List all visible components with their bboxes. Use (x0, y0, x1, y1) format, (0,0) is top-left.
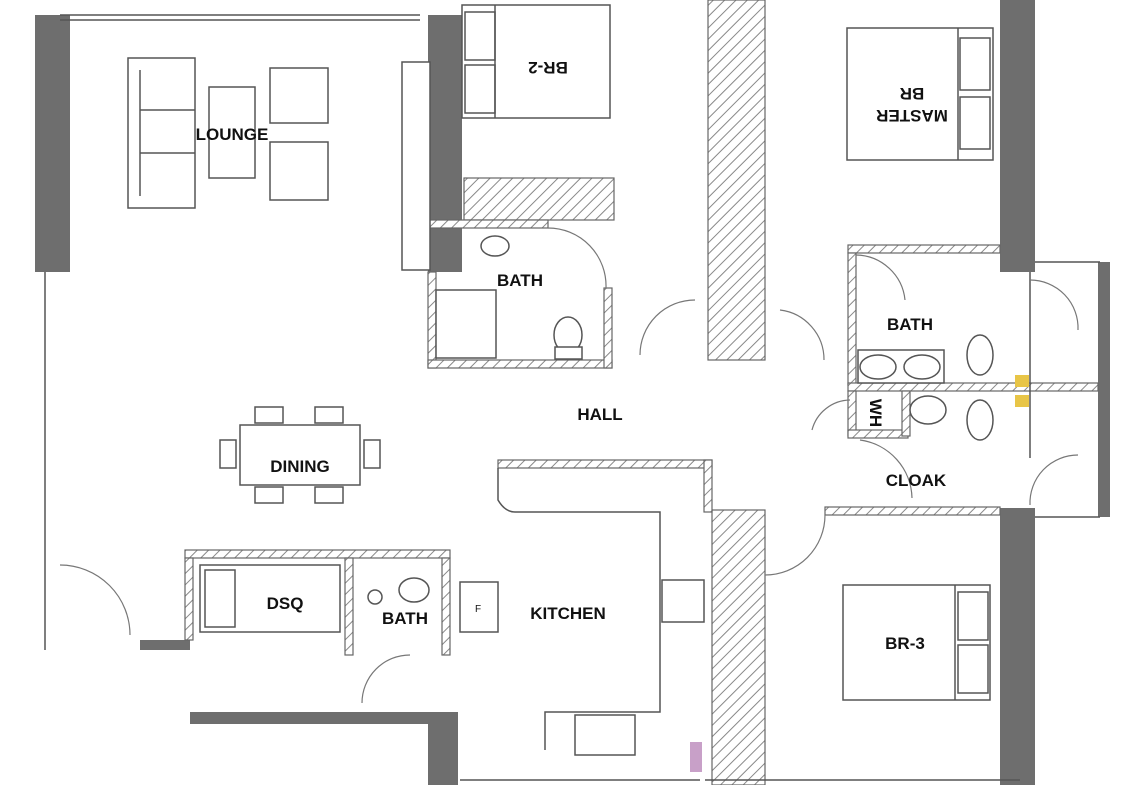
lounge: LOUNGE (127, 57, 431, 271)
kitchen: KITCHEN (497, 459, 713, 772)
master-bedroom: MASTER BR (846, 27, 994, 161)
room-label-bath-br2: BATH (497, 271, 543, 290)
bath-br2: BATH (427, 219, 613, 369)
room-label-dining: DINING (270, 457, 330, 476)
room-label-bath-master: BATH (887, 315, 933, 334)
bath-master: BATH WH CLOAK (779, 244, 1099, 516)
bedroom-3: BR-3 (764, 514, 991, 701)
room-label-dsq: DSQ (267, 594, 304, 613)
room-label-br2: BR-2 (528, 58, 568, 77)
dsq: F DSQ BATH (59, 549, 499, 704)
room-label-master-line2: BR (900, 84, 925, 103)
room-label-hall: HALL (577, 405, 622, 424)
walls (35, 0, 1110, 785)
room-label-br3: BR-3 (885, 634, 925, 653)
room-label-kitchen: KITCHEN (530, 604, 606, 623)
dining: DINING (219, 406, 381, 504)
room-label-cloak: CLOAK (886, 471, 947, 490)
room-label-master-line1: MASTER (876, 106, 948, 125)
room-label-bath-dsq: BATH (382, 609, 428, 628)
bedroom-2: BR-2 (461, 4, 615, 221)
room-label-lounge: LOUNGE (196, 125, 269, 144)
room-label-fridge: F (475, 604, 481, 615)
room-label-wh: WH (866, 399, 885, 427)
